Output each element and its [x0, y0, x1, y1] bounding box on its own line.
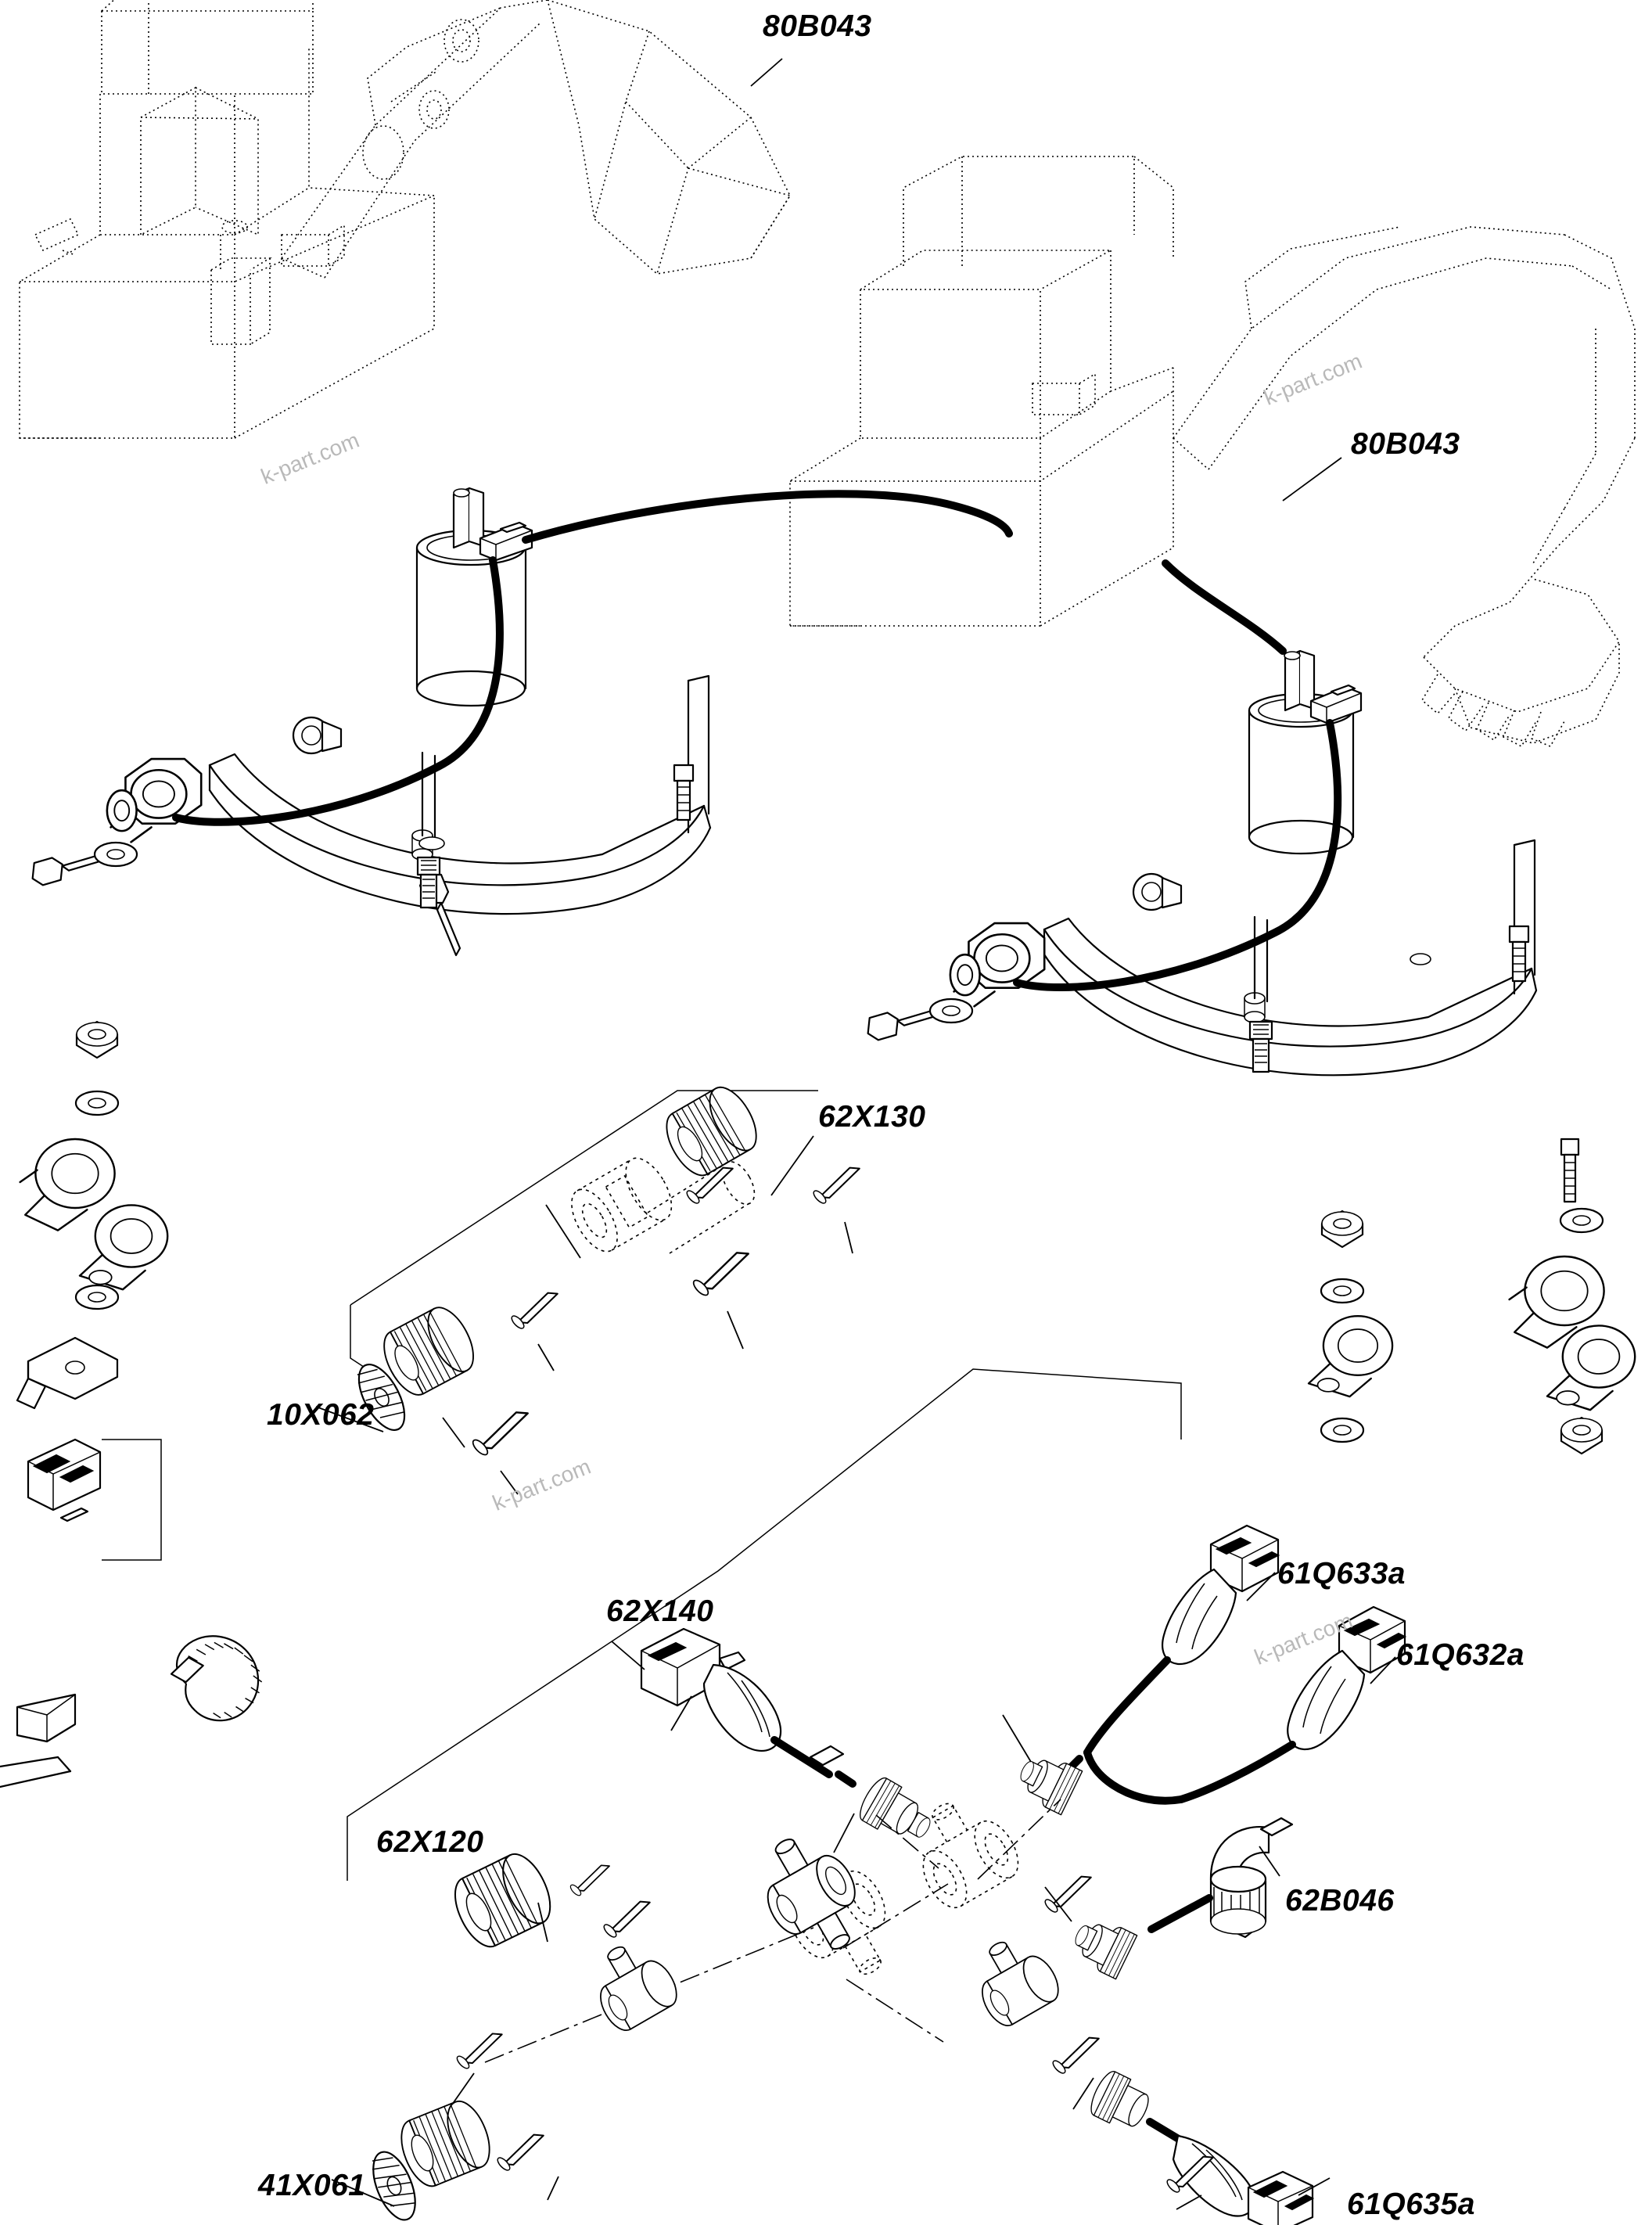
label-62x130: 62X130: [818, 1100, 926, 1134]
connector-61q632a: [1177, 1605, 1407, 1803]
connector-61q633a: [1083, 1524, 1280, 1756]
elbow-62b046: [982, 1817, 1294, 2110]
label-61q632a: 61Q632a: [1396, 1638, 1525, 1672]
machine-view-right: [789, 156, 1636, 748]
connector-61q635a: [1090, 2071, 1331, 2225]
connector-62x140: [611, 1627, 931, 1853]
label-62x120: 62X120: [376, 1825, 484, 1859]
cross-manifold: [767, 1839, 856, 1950]
machine-view-left: [19, 0, 791, 439]
right-hardware-stack: [1307, 1138, 1636, 1455]
label-41x061: 41X061: [258, 2169, 366, 2202]
left-hardware-stack: [0, 1020, 263, 1788]
label-80b043-top: 80B043: [763, 9, 872, 43]
label-61q635a: 61Q635a: [1347, 2187, 1475, 2221]
label-62x140: 62X140: [606, 1594, 714, 1628]
label-61q633a: 61Q633a: [1277, 1557, 1406, 1591]
harness-assembly: [331, 1368, 1407, 2225]
tee-manifold-upper: [922, 1803, 1019, 1909]
coupler-62x120: [331, 1846, 677, 2221]
coupler-group-mid: [315, 1079, 868, 1495]
label-10x062: 10X062: [267, 1398, 375, 1432]
label-80b043-right: 80B043: [1351, 427, 1460, 461]
label-62b046: 62B046: [1285, 1884, 1395, 1918]
left-bracket-assembly: [31, 487, 1013, 957]
right-bracket-assembly: [866, 559, 1538, 1077]
